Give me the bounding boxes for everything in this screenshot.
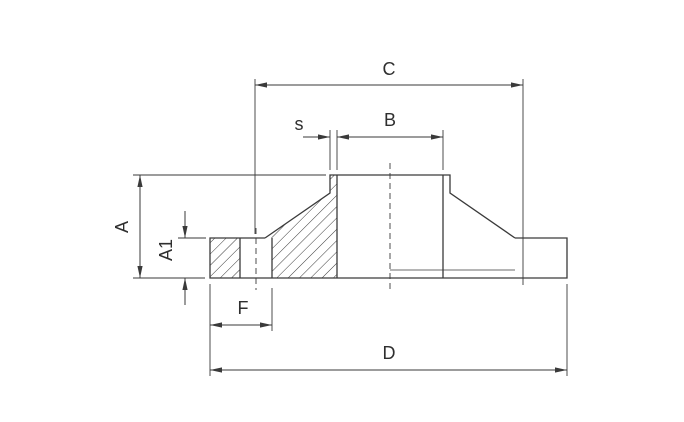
- flange-outline: [209, 163, 568, 293]
- dimension-a1: A1: [156, 211, 206, 305]
- dimension-label-b: B: [384, 110, 396, 130]
- dimension-b: B: [337, 110, 444, 170]
- dimension-label-a: A: [112, 221, 132, 233]
- dimension-a: A: [112, 174, 326, 279]
- dimension-label-f: F: [238, 298, 249, 318]
- dimension-label-c: C: [383, 59, 396, 79]
- dimension-d: D: [210, 284, 568, 376]
- flange-ring-outline: [209, 237, 568, 279]
- dimension-f: F: [209, 284, 273, 376]
- dimension-label-a1: A1: [156, 239, 176, 261]
- hatch-left-ring-section: [210, 238, 240, 278]
- dimension-label-d: D: [383, 343, 396, 363]
- dimension-label-s: s: [295, 114, 304, 134]
- dimension-c: C: [254, 59, 524, 285]
